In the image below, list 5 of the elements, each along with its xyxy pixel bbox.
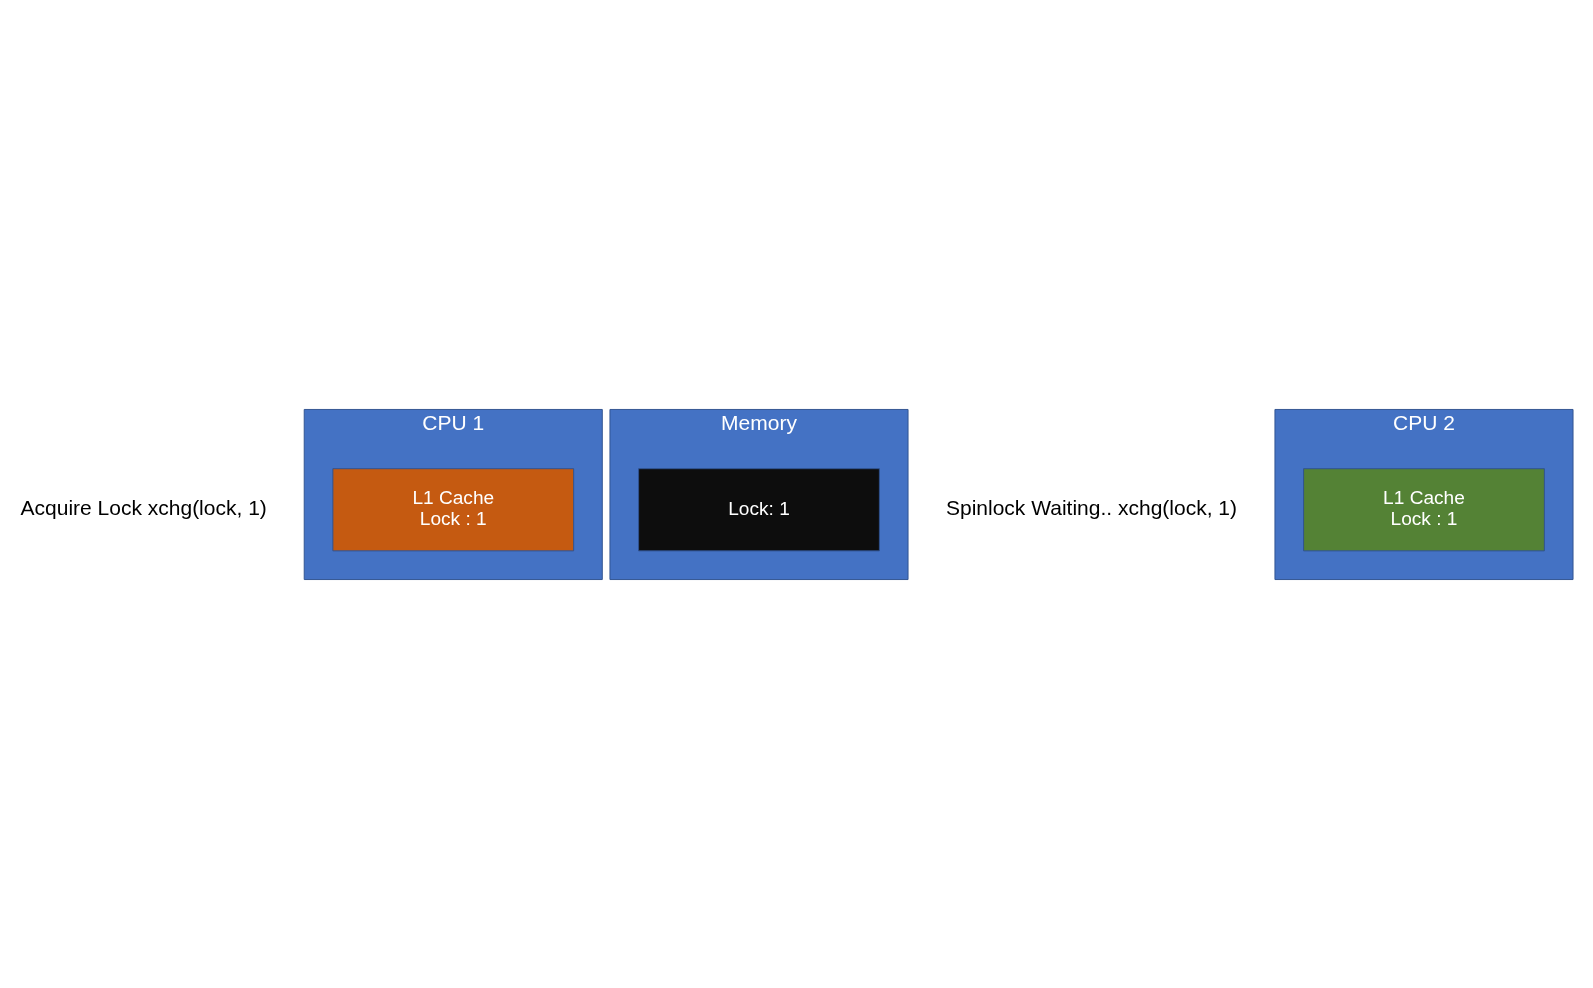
node-label: Spinlock Waiting.. xchg(lock, 1) (945, 495, 1237, 519)
node-box: L1 Cache Lock : 1 (332, 467, 575, 551)
node-box: L1 Cache Lock : 1 (1303, 467, 1545, 551)
node-box: Lock: 1 (638, 467, 880, 551)
node-label: Acquire Lock xchg(lock, 1) (20, 495, 267, 519)
